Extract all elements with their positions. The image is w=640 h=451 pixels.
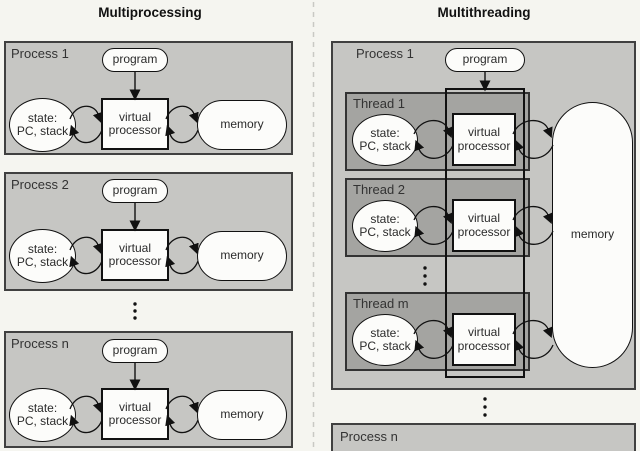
- vp-label-line1: virtual: [467, 125, 500, 139]
- program-shape: program: [102, 48, 168, 72]
- program-shape: program: [102, 179, 168, 203]
- vp-label-line2: processor: [457, 138, 511, 153]
- state-label-line2: PC, stack: [359, 225, 411, 239]
- vp-label-line1: virtual: [118, 399, 151, 414]
- right-column-title: Multithreading: [437, 5, 531, 20]
- process-n-label: Process n: [11, 336, 69, 351]
- mt-process-n-box: [331, 423, 636, 451]
- state-label-line2: PC, stack: [16, 414, 69, 428]
- memory-shape: memory: [197, 100, 287, 150]
- program-shape: program: [445, 48, 525, 72]
- state-label-line2: PC, stack: [359, 139, 411, 153]
- thread-m-label: Thread m: [353, 296, 409, 311]
- state-shape: state:PC, stack: [352, 200, 418, 252]
- vp-label-line1: virtual: [118, 240, 151, 255]
- thread-1-label: Thread 1: [353, 96, 406, 111]
- state-shape: state:PC, stack: [352, 314, 418, 366]
- state-label-line1: state:: [370, 325, 400, 340]
- left-column-title: Multiprocessing: [98, 5, 202, 20]
- state-label-line1: state:: [27, 400, 58, 415]
- state-shape: state:PC, stack: [352, 114, 418, 166]
- vp-label-line1: virtual: [467, 211, 500, 225]
- vp-label-line2: processor: [108, 413, 162, 427]
- process-2-label: Process 2: [11, 177, 69, 192]
- memory-shape: memory: [197, 231, 287, 281]
- state-label-line1: state:: [27, 241, 58, 256]
- mt-process-1-label: Process 1: [356, 46, 414, 61]
- program-label: program: [462, 52, 508, 67]
- ellipsis-dots-left: [133, 302, 137, 320]
- memory-shape: memory: [197, 390, 287, 440]
- vp-label-line2: processor: [108, 123, 162, 137]
- program-label: program: [112, 183, 158, 198]
- shared-memory-shape: memory: [552, 102, 633, 368]
- state-shape: state:PC, stack: [9, 98, 76, 152]
- state-label-line1: state:: [27, 110, 58, 125]
- state-label-line1: state:: [370, 125, 400, 140]
- state-shape: state:PC, stack: [9, 229, 76, 283]
- memory-label: memory: [220, 248, 264, 263]
- program-shape: program: [102, 339, 168, 363]
- memory-label: memory: [220, 407, 264, 422]
- process-1-label: Process 1: [11, 46, 69, 61]
- program-label: program: [112, 343, 158, 358]
- ellipsis-dots-processes: [483, 397, 487, 417]
- thread-2-label: Thread 2: [353, 182, 406, 197]
- vp-label-line1: virtual: [467, 325, 500, 339]
- vp-label-line2: processor: [457, 224, 511, 239]
- vp-label-line2: processor: [457, 338, 511, 353]
- state-label-line2: PC, stack: [16, 255, 69, 269]
- mt-process-n-label: Process n: [340, 429, 398, 444]
- state-shape: state:PC, stack: [9, 388, 76, 442]
- state-label-line2: PC, stack: [359, 339, 411, 353]
- vp-label-line1: virtual: [118, 109, 151, 124]
- program-label: program: [112, 52, 158, 67]
- memory-label: memory: [220, 117, 264, 132]
- memory-label: memory: [570, 227, 615, 242]
- vp-label-line2: processor: [108, 254, 162, 268]
- state-label-line2: PC, stack: [16, 124, 69, 138]
- state-label-line1: state:: [370, 211, 400, 226]
